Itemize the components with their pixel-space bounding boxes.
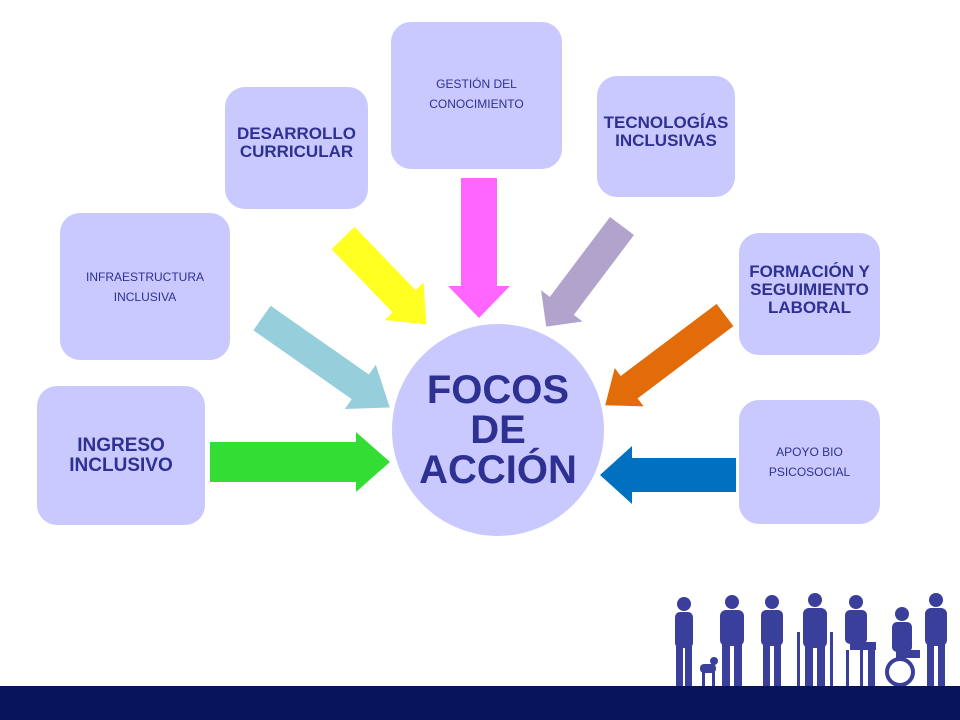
node-apoyo-label: APOYO BIO PSICOSOCIAL (768, 445, 851, 479)
node-apoyo-biopsicosocial: APOYO BIO PSICOSOCIAL (739, 400, 880, 524)
footer-bar (0, 686, 960, 720)
arrow-infraestructura (253, 305, 390, 409)
center-label: FOCOS DE ACCIÓN (419, 368, 577, 492)
node-ingreso-inclusivo: INGRESO INCLUSIVO (37, 386, 205, 525)
node-tecnologias-label: TECNOLOGÍAS INCLUSIVAS (603, 113, 729, 150)
arrow-apoyo (600, 446, 736, 504)
node-desarrollo-label: DESARROLLO CURRICULAR (237, 124, 356, 161)
node-tecnologias-inclusivas: TECNOLOGÍAS INCLUSIVAS (597, 76, 735, 197)
arrow-formacion (605, 303, 734, 407)
node-gestion-conocimiento: GESTIÓN DEL CONOCIMIENTO (391, 22, 562, 169)
node-gestion-label: GESTIÓN DEL CONOCIMIENTO (429, 77, 524, 111)
node-formacion-label: FORMACIÓN Y SEGUIMIENTO LABORAL (749, 262, 870, 317)
arrow-tecnologias (541, 216, 634, 327)
node-ingreso-label: INGRESO INCLUSIVO (69, 434, 173, 476)
node-infraestructura-inclusiva: INFRAESTRUCTURA INCLUSIVA (60, 213, 230, 360)
arrow-ingreso (210, 432, 390, 492)
arrow-desarrollo (331, 226, 427, 325)
arrow-gestion (448, 178, 510, 318)
node-infraestructura-label: INFRAESTRUCTURA INCLUSIVA (85, 269, 204, 304)
node-formacion-seguimiento: FORMACIÓN Y SEGUIMIENTO LABORAL (739, 233, 880, 355)
people-silhouettes-illustration (675, 593, 947, 687)
node-desarrollo-curricular: DESARROLLO CURRICULAR (225, 87, 368, 209)
center-focos-de-accion: FOCOS DE ACCIÓN (392, 324, 604, 536)
